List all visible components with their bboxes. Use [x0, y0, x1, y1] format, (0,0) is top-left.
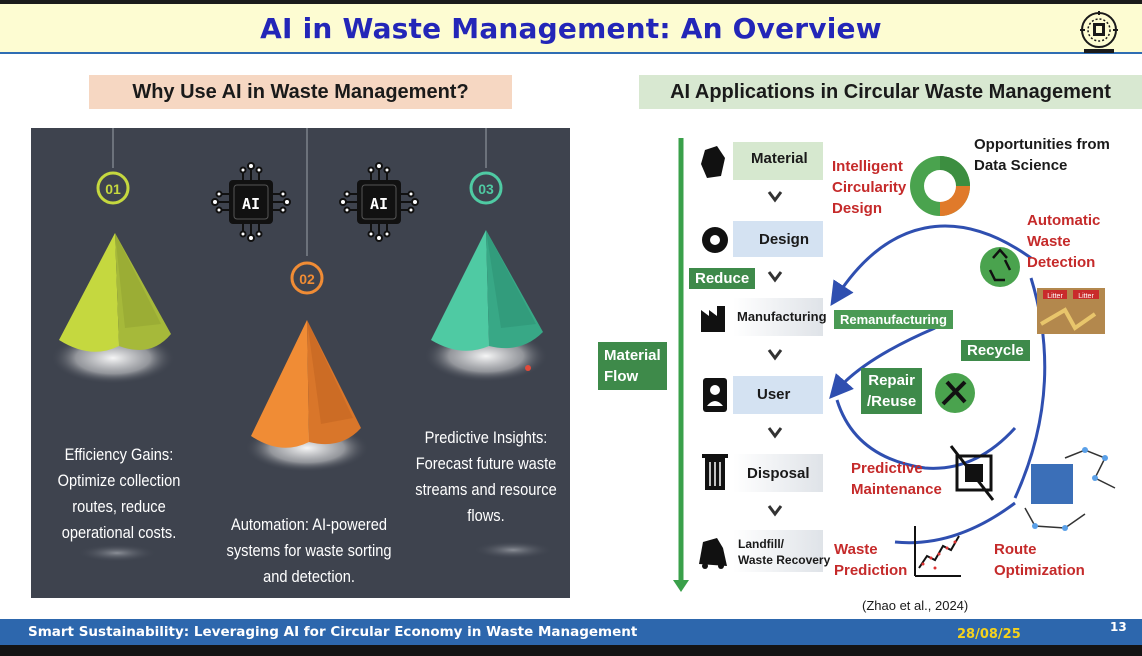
why-ai-heading: Why Use AI in Waste Management? — [89, 75, 512, 109]
slide-title: AI in Waste Management: An Overview — [260, 12, 882, 45]
repair-reuse-label: Repair /Reuse — [861, 368, 923, 414]
stage-landfill: Landfill/ Waste Recovery — [738, 537, 831, 567]
route-optimization-label: Route Optimization — [994, 541, 1085, 579]
number-01: 01 — [105, 181, 121, 197]
stage-user: User — [757, 386, 791, 403]
circular-waste-diagram: Litter Litter Material Design Manufactur… — [595, 128, 1140, 596]
laser-pointer-dot — [525, 365, 531, 371]
opportunities-heading: Opportunities from Data Science — [974, 136, 1110, 174]
trash-bin-icon — [702, 454, 728, 490]
route-network-icon — [1024, 447, 1116, 531]
stage-material: Material — [751, 150, 808, 167]
material-flow-label: Material Flow — [598, 342, 667, 390]
ai-chip-icon: AI — [211, 162, 291, 242]
prediction-chart-icon — [914, 526, 961, 577]
predictive-maintenance-label: Predictive Maintenance — [851, 460, 942, 498]
recycle-icon — [980, 247, 1020, 287]
maintenance-chip-icon — [949, 445, 995, 501]
design-icon — [702, 227, 728, 253]
citation: (Zhao et al., 2024) — [862, 598, 969, 613]
chip-label: AI — [242, 195, 260, 213]
cone-02-icon: 02 — [245, 261, 369, 472]
litter-photo: Litter Litter — [1037, 288, 1105, 334]
ai-applications-heading: AI Applications in Circular Waste Manage… — [639, 75, 1142, 109]
footer-date: 28/08/25 — [957, 627, 1021, 642]
chip-label: AI — [370, 195, 388, 213]
bottom-border — [0, 645, 1142, 656]
stage-manufacturing: Manufacturing — [737, 309, 827, 324]
benefits-infographic: 01 02 03 — [31, 128, 570, 598]
stage-design: Design — [759, 231, 810, 248]
institute-emblem-icon — [1080, 11, 1118, 53]
footer-bar: Smart Sustainability: Leveraging AI for … — [0, 619, 1142, 645]
data-science-icon — [910, 156, 970, 216]
reduce-label: Reduce — [689, 268, 756, 289]
number-03: 03 — [478, 181, 494, 197]
automation-caption: Automation: AI-powered systems for waste… — [226, 515, 392, 586]
intelligent-design-label: Intelligent Circularity Design — [832, 158, 907, 217]
top-border — [0, 0, 1142, 4]
waste-prediction-label: Waste Prediction — [834, 541, 908, 579]
cone-01-icon: 01 — [51, 171, 175, 384]
landfill-truck-icon — [699, 538, 727, 569]
svg-text:Litter: Litter — [1078, 293, 1094, 300]
material-icon — [701, 146, 725, 178]
factory-icon — [701, 306, 725, 332]
number-02: 02 — [299, 271, 315, 287]
stage-disposal: Disposal — [747, 465, 810, 482]
svg-text:Litter: Litter — [1047, 293, 1063, 300]
ai-chip-icon: AI — [339, 162, 419, 242]
predictive-insights-caption: Predictive Insights: Forecast future was… — [415, 428, 557, 525]
cone-03-icon: 03 — [424, 171, 548, 382]
user-icon — [703, 378, 727, 412]
footer-title: Smart Sustainability: Leveraging AI for … — [28, 624, 638, 640]
recycle-label: Recycle — [961, 340, 1030, 361]
efficiency-gains-caption: Efficiency Gains: Optimize collection ro… — [57, 445, 181, 542]
repair-icon — [935, 373, 975, 413]
automatic-detection-label: Automatic Waste Detection — [1027, 212, 1101, 271]
remanufacturing-label: Remanufacturing — [834, 310, 953, 329]
slide-number: 13 — [1110, 620, 1127, 634]
title-bar: AI in Waste Management: An Overview — [0, 4, 1142, 54]
